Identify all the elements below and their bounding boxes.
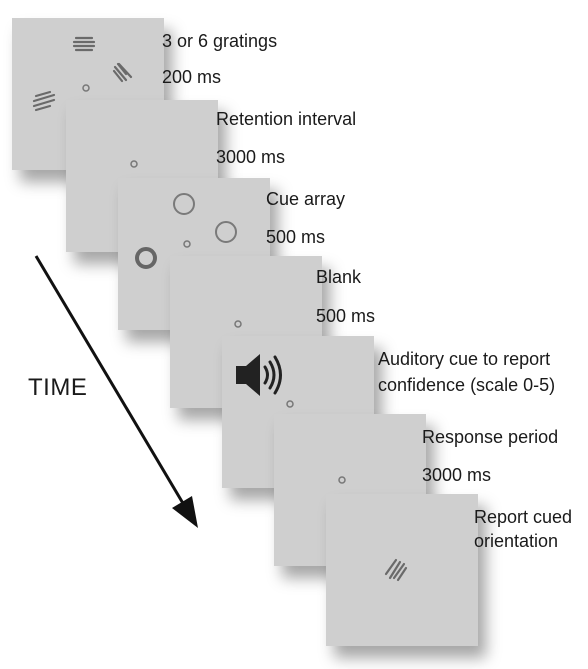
fixation-dot: [82, 84, 90, 92]
grating-left: [32, 90, 56, 112]
grating-right: [112, 62, 133, 83]
probe-grating: [384, 558, 408, 582]
frame-auditory-line1: Auditory cue to report: [378, 349, 551, 369]
frame-gratings-line1: 3 or 6 gratings: [162, 31, 278, 51]
placeholder-circle: [215, 221, 237, 243]
frame-report: [326, 494, 478, 646]
frame-cue-line2: 500 ms: [266, 227, 326, 247]
frame-report-line1: Report cued: [474, 507, 573, 527]
frame-retention-line1: Retention interval: [216, 109, 357, 129]
grating-top: [72, 36, 96, 52]
frame-blank-line2: 500 ms: [316, 306, 376, 326]
fixation-dot: [234, 320, 242, 328]
cued-circle: [135, 247, 157, 269]
fixation-dot: [183, 240, 191, 248]
frame-response-line1: Response period: [422, 427, 559, 447]
frame-report-line2: orientation: [474, 531, 559, 551]
fixation-dot: [338, 476, 346, 484]
speaker-icon: [236, 354, 282, 396]
frame-auditory-line2: confidence (scale 0-5): [378, 375, 556, 395]
frame-gratings-line2: 200 ms: [162, 67, 222, 87]
frame-retention-line2: 3000 ms: [216, 147, 286, 167]
time-label: TIME: [28, 374, 88, 401]
frame-blank-line1: Blank: [316, 267, 362, 287]
fixation-dot: [130, 160, 138, 168]
placeholder-circle: [173, 193, 195, 215]
frame-cue-line1: Cue array: [266, 189, 346, 209]
frame-response-line2: 3000 ms: [422, 465, 492, 485]
fixation-dot: [286, 400, 294, 408]
